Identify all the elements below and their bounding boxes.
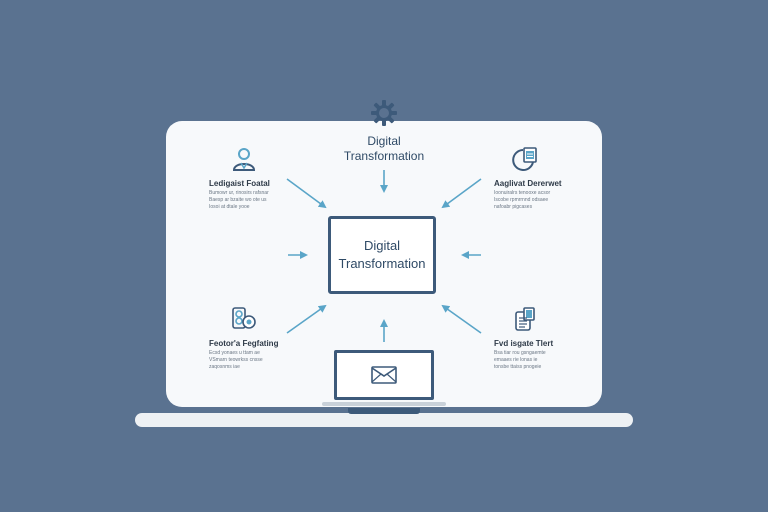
gear-icon xyxy=(371,100,397,126)
bottom-monitor xyxy=(334,350,434,400)
node-bottom-right-label: Fvd isgate Tlert xyxy=(494,339,554,348)
tablet-checklist-icon xyxy=(515,307,535,331)
node-top-right-label: Aaglivat Dererwet xyxy=(494,179,562,188)
node-top-right: Aaglivat Dererwet Ioonuiralrs tenooxe ac… xyxy=(494,146,606,211)
center-title-line-1: Digital xyxy=(363,238,401,253)
node-top-right-desc: Ioonuiralrs tenooxe acsor Iscobe rpmrrnn… xyxy=(494,190,551,210)
arrow-top-left xyxy=(286,178,327,209)
arrow-top-right xyxy=(441,178,482,209)
arrow-bottom-left xyxy=(286,304,327,334)
monitor-foot xyxy=(348,408,420,414)
top-title-line-2: Transformation xyxy=(343,149,425,163)
center-title-line-2: Transformation xyxy=(338,256,426,271)
center-node: Digital Transformation xyxy=(328,216,436,294)
arrow-bottom-right xyxy=(441,304,482,334)
top-title-line-1: Digital xyxy=(367,134,401,148)
top-title: Digital Transformation xyxy=(314,134,454,164)
monitor-stand xyxy=(322,402,446,406)
laptop-base xyxy=(135,413,633,427)
node-top-left-desc: Bumowr ur, rinosirs rafsnar Baesp ar bza… xyxy=(209,190,269,210)
node-top-left: Ledigaist Foatal Bumowr ur, rinosirs raf… xyxy=(209,146,321,211)
person-icon xyxy=(232,148,256,171)
node-bottom-left: Feotor'a Fegfating Ecsd yonaes u ttam ae… xyxy=(209,306,321,371)
node-bottom-left-desc: Ecsd yonaes u ttam ae VSmarn teowrkss cn… xyxy=(209,350,263,370)
gears-phone-icon xyxy=(232,307,256,329)
envelope-icon xyxy=(371,366,397,384)
node-bottom-right: Fvd isgate Tlert Bsa tiar rou gsngaemte … xyxy=(494,306,606,371)
node-top-left-label: Ledigaist Foatal xyxy=(209,179,270,188)
node-bottom-right-desc: Bsa tiar rou gsngaemte emaaes rie lonas … xyxy=(494,350,546,370)
chart-document-icon xyxy=(512,147,537,171)
node-bottom-left-label: Feotor'a Fegfating xyxy=(209,339,279,348)
